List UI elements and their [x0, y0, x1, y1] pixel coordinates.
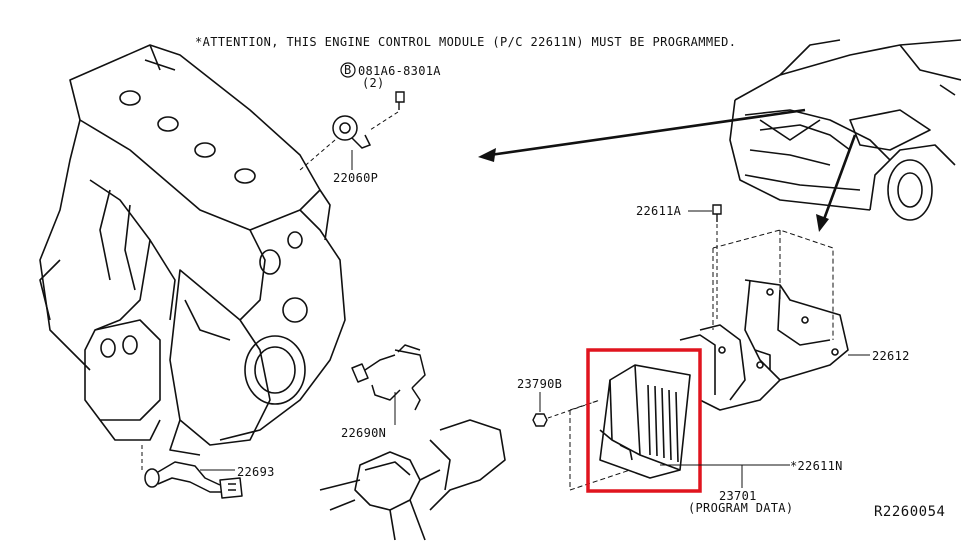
nut — [532, 413, 548, 427]
label-harness-sensor: 22693 — [237, 465, 275, 479]
label-ecm-assembly: 23701 — [719, 489, 757, 503]
programming-notice: *ATTENTION, THIS ENGINE CONTROL MODULE (… — [195, 35, 736, 49]
knock-sensor — [332, 115, 372, 149]
label-program-data: (PROGRAM DATA) — [688, 501, 793, 515]
diagram-reference-code: R2260054 — [874, 504, 945, 520]
bolt-symbol: B — [344, 63, 352, 77]
arrow-to-bracket — [816, 134, 857, 232]
engine-illustration — [39, 44, 346, 456]
label-bracket-bolt: 22611A — [636, 204, 682, 218]
bracket-bolt — [712, 204, 722, 222]
vehicle-front-illustration — [729, 39, 961, 221]
label-o2-sensor: 22690N — [341, 426, 386, 440]
o2-sensor-harness — [351, 344, 426, 411]
label-knock-sensor: 22060P — [333, 171, 378, 185]
bolt-symbol-circle — [340, 62, 356, 78]
arrow-to-engine — [478, 108, 806, 162]
ecm-module — [599, 364, 691, 479]
harness-sensor — [144, 461, 243, 499]
ecm-bracket — [679, 279, 849, 411]
exhaust-pipe — [319, 419, 506, 541]
label-nut: 23790B — [517, 377, 562, 391]
label-bracket: 22612 — [872, 349, 910, 363]
bolt-quantity: (2) — [362, 76, 385, 90]
knock-sensor-bolt — [395, 91, 405, 110]
bolt-callout: B 081A6-8301A (2) — [340, 62, 441, 90]
ecm-highlight-box — [586, 348, 702, 493]
label-ecm: *22611N — [790, 459, 843, 473]
bolt-part-number: 081A6-8301A — [358, 64, 441, 78]
